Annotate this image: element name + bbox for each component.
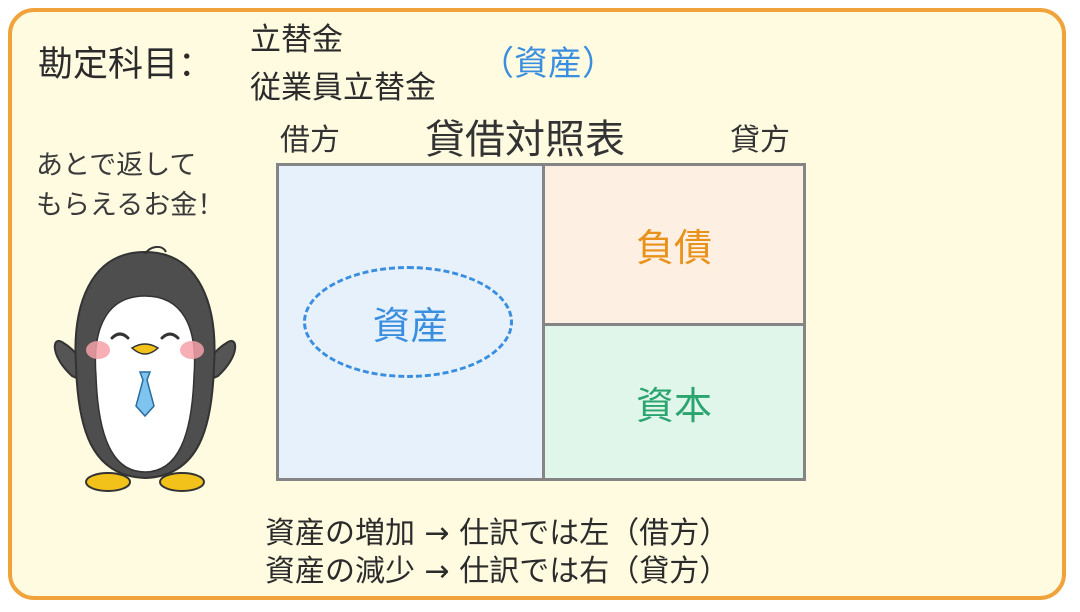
account-subject-label: 勘定科目： <box>38 45 214 85</box>
rule-decrease: 資産の減少 → 仕訳では右（貸方） <box>265 554 730 589</box>
assets-highlight-oval <box>303 266 513 378</box>
speech-text: あとで返して もらえるお金！ <box>36 146 224 226</box>
equity-cell: 資本 <box>545 326 803 478</box>
assets-label: 資産 <box>372 303 449 348</box>
penguin-tuft <box>144 246 167 255</box>
penguin-illustration <box>53 246 237 492</box>
balance-sheet: 資産 負債 資本 <box>276 163 806 481</box>
penguin-left-cheek <box>86 341 110 359</box>
penguin-left-eye <box>110 332 130 340</box>
assets-cell <box>279 166 542 478</box>
credit-label: 貸方 <box>730 123 790 158</box>
penguin-left-foot <box>85 472 131 492</box>
penguin-right-eye <box>160 332 180 340</box>
debit-label: 借方 <box>280 123 340 158</box>
speech-line-2: もらえるお金！ <box>36 190 225 221</box>
account-name-2: 従業員立替金 <box>250 70 436 106</box>
account-name-1: 立替金 <box>250 22 343 58</box>
rule-increase: 資産の増加 → 仕訳では左（借方） <box>265 516 730 551</box>
penguin-right-foot <box>159 472 205 492</box>
penguin-beak <box>130 343 160 355</box>
balance-sheet-title: 貸借対照表 <box>425 117 625 163</box>
account-category: （資産） <box>480 44 616 84</box>
speech-line-1: あとで返して <box>36 150 197 181</box>
penguin-right-cheek <box>180 341 204 359</box>
equity-label: 資本 <box>635 383 712 428</box>
liabilities-label: 負債 <box>635 226 712 270</box>
penguin-tie <box>135 371 155 418</box>
liabilities-cell: 負債 <box>545 166 803 323</box>
